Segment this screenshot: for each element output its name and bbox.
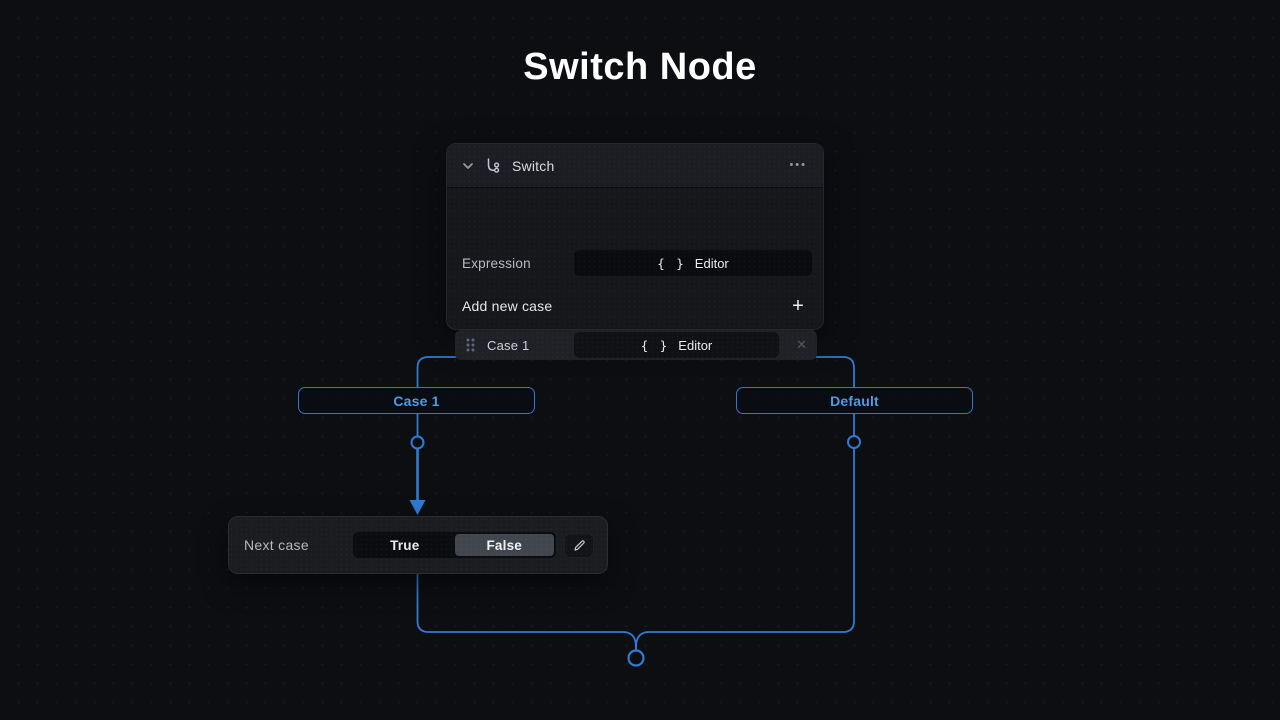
chevron-down-icon[interactable] (463, 162, 473, 169)
add-case-label: Add new case (462, 298, 553, 314)
next-case-label: Next case (244, 537, 309, 553)
edit-button[interactable] (564, 532, 594, 558)
switch-node-card: Switch ••• Expression { } Editor Add new… (446, 143, 824, 360)
node-menu-icon[interactable]: ••• (789, 159, 807, 171)
branch-label-default[interactable]: Default (736, 387, 973, 414)
braces-icon: { } (657, 255, 686, 271)
case-editor-button[interactable]: { } Editor (574, 332, 779, 358)
port-circle-case1[interactable] (410, 435, 425, 450)
switch-node-title: Switch (512, 157, 555, 174)
toggle-option-true[interactable]: True (390, 537, 420, 553)
expression-row: Expression { } Editor (447, 250, 823, 276)
case-item-row[interactable]: Case 1 { } Editor ✕ (455, 330, 817, 360)
add-case-row: Add new case + (447, 292, 823, 320)
add-case-plus-button[interactable]: + (792, 295, 804, 317)
next-case-node-card: Next case True False (228, 516, 608, 574)
expression-label: Expression (462, 255, 531, 271)
expression-editor-button[interactable]: { } Editor (574, 250, 812, 276)
connector-merge-left (416, 574, 637, 651)
arrowhead-down-icon (409, 500, 426, 515)
page-title: Switch Node (523, 46, 757, 88)
expression-editor-label: Editor (694, 255, 729, 271)
toggle-option-false[interactable]: False (454, 534, 554, 556)
port-circle-default[interactable] (847, 435, 861, 449)
case-editor-label: Editor (678, 337, 713, 353)
switch-branch-icon (487, 158, 500, 173)
case-item-label: Case 1 (487, 337, 530, 353)
drag-handle-icon[interactable] (466, 338, 475, 352)
switch-node-header[interactable]: Switch ••• (447, 144, 823, 188)
true-false-toggle: True False (353, 532, 556, 558)
port-circle-merge[interactable] (627, 649, 645, 667)
branch-label-case1[interactable]: Case 1 (298, 387, 535, 414)
remove-case-icon[interactable]: ✕ (796, 337, 807, 352)
connector-merge-right (635, 448, 855, 651)
pencil-icon (573, 539, 585, 551)
braces-icon: { } (640, 337, 670, 353)
